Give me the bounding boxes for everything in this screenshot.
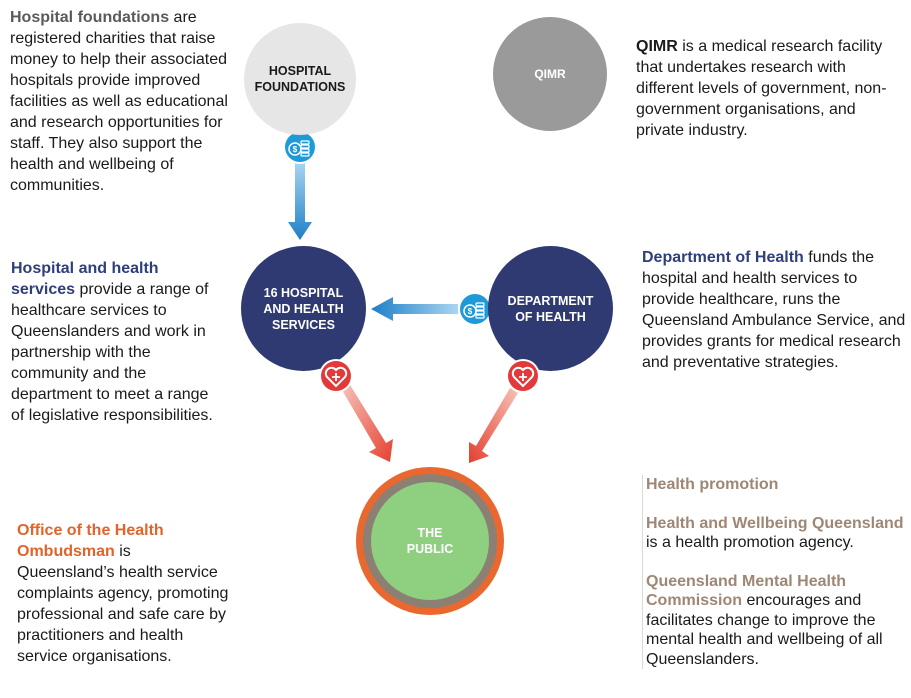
doh-description-title: Department of Health xyxy=(642,249,804,266)
arrow-doh-to-hhs xyxy=(371,297,458,321)
ombudsman-description-title: Office of the Health Ombudsman xyxy=(17,522,164,560)
arrow-hhs-to-public xyxy=(342,385,393,462)
coins-dollar-icon: $ xyxy=(283,130,317,164)
qimr-description-title: QIMR xyxy=(636,38,678,55)
health-promotion-heading: Health promotion xyxy=(646,476,779,493)
hwq-body: is a health promotion agency. xyxy=(646,534,854,551)
hospital-foundations-node: HOSPITAL FOUNDATIONS xyxy=(244,23,356,135)
hospital-health-services-node: 16 HOSPITAL AND HEALTH SERVICES xyxy=(241,246,366,371)
foundations-description-title: Hospital foundations xyxy=(10,9,170,26)
the-public-node: THE PUBLIC xyxy=(371,482,489,600)
health-promotion-panel: Health promotion Health and Wellbeing Qu… xyxy=(642,475,911,669)
hhs-description: Hospital and health services provide a r… xyxy=(11,258,221,426)
hhs-description-title: Hospital and health services xyxy=(11,260,159,298)
svg-text:$: $ xyxy=(293,145,298,154)
doh-description-body: funds the hospital and health services t… xyxy=(642,249,906,371)
qimr-description: QIMR is a medical research facility that… xyxy=(636,36,906,141)
qmhc-title: Queensland Mental Health Commission xyxy=(646,572,847,610)
hhs-description-body: provide a range of healthcare services t… xyxy=(11,281,213,424)
coins-dollar-icon: $ xyxy=(458,292,492,326)
doh-description: Department of Health funds the hospital … xyxy=(642,247,907,373)
arrow-foundations-to-hhs xyxy=(288,162,312,240)
ombudsman-description-body: is Queensland’s health service complaint… xyxy=(17,543,229,665)
qimr-node: QIMR xyxy=(493,17,607,131)
arrow-doh-to-public xyxy=(469,388,518,463)
qimr-description-body: is a medical research facility that unde… xyxy=(636,38,887,139)
department-of-health-node: DEPARTMENT OF HEALTH xyxy=(488,246,613,371)
svg-text:$: $ xyxy=(468,307,473,316)
qmhc-body: encourages and facilitates change to imp… xyxy=(646,592,883,668)
foundations-description: Hospital foundations are registered char… xyxy=(10,7,235,196)
ombudsman-description: Office of the Health Ombudsman is Queens… xyxy=(17,520,232,667)
foundations-description-body: are registered charities that raise mone… xyxy=(10,9,228,194)
hwq-title: Health and Wellbeing Queensland xyxy=(646,514,904,532)
